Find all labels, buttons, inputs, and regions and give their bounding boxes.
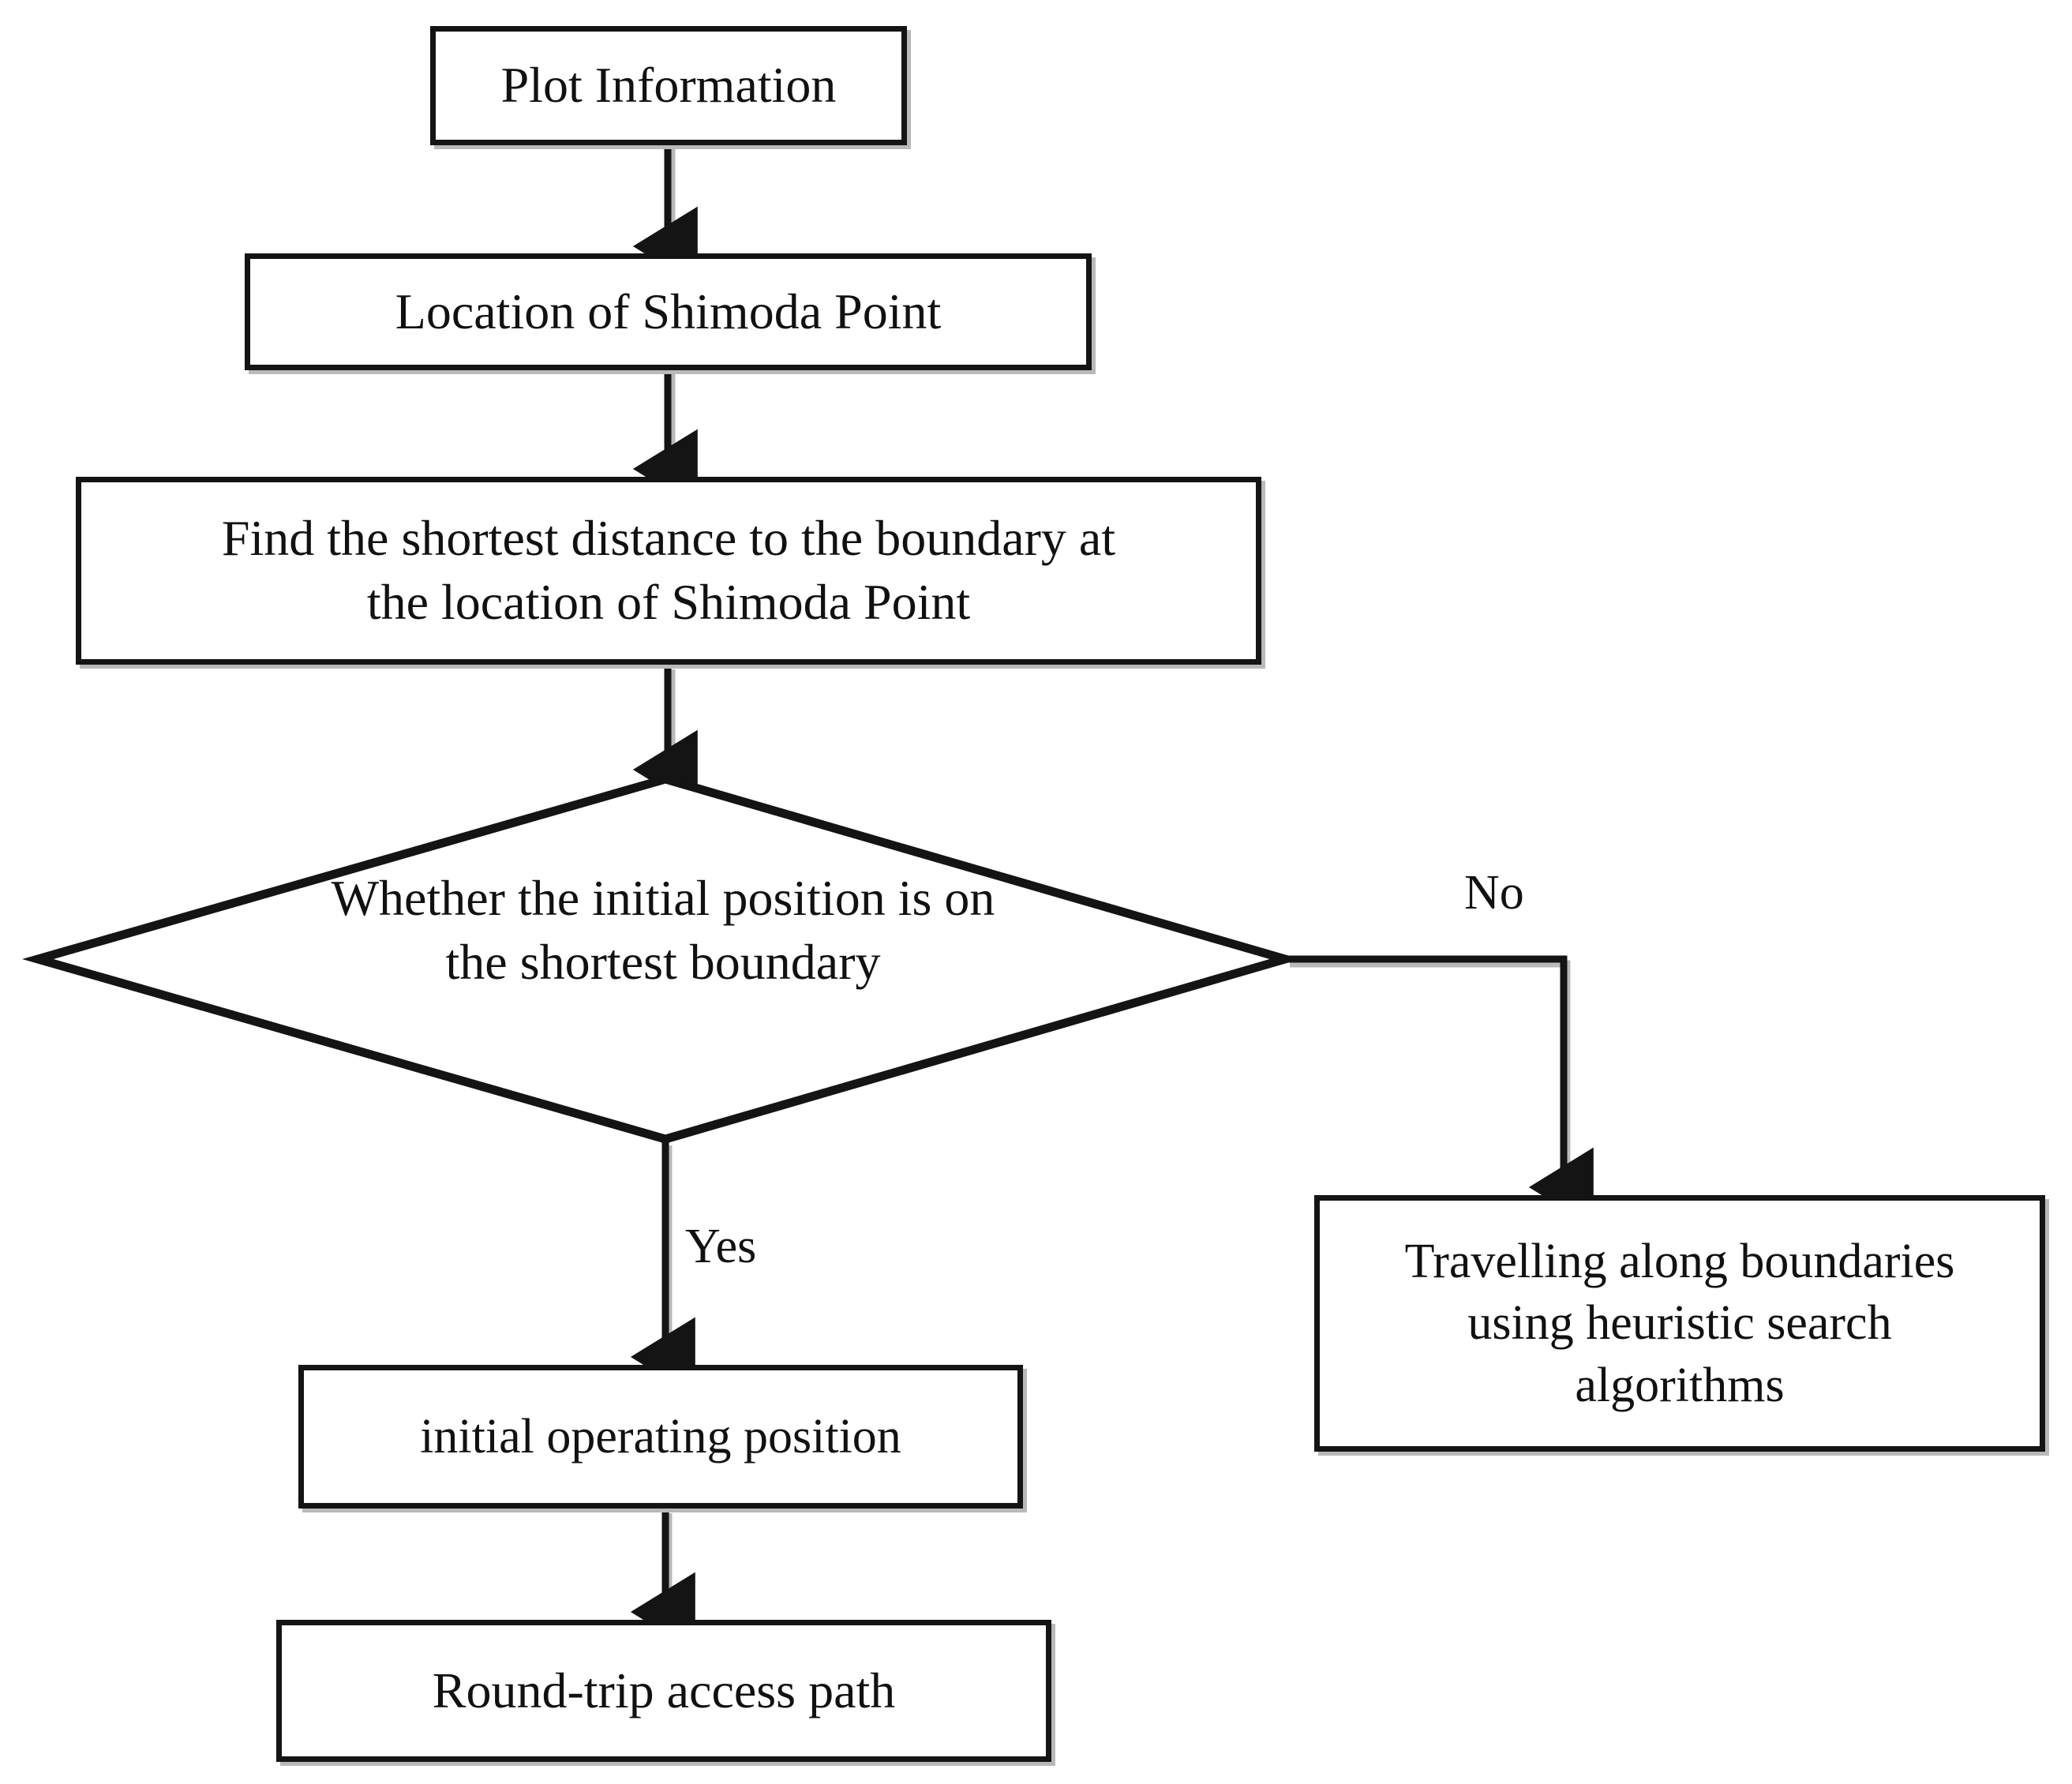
edge-label-no: No [1464, 866, 1524, 920]
node-whether-initial-position-label: Whether the initial position is on the s… [331, 870, 995, 990]
node-round-trip-access-path-label: Round-trip access path [432, 1662, 896, 1718]
node-initial-operating-position-label: initial operating position [420, 1409, 901, 1464]
node-find-shortest-distance-label: Find the shortest distance to the bounda… [221, 510, 1116, 630]
node-plot-information[interactable]: Plot Information [430, 26, 907, 145]
node-initial-operating-position[interactable]: initial operating position [298, 1365, 1023, 1509]
edge-decision-no [1286, 955, 1594, 1227]
node-location-of-shimoda-point[interactable]: Location of Shimoda Point [245, 253, 1092, 370]
node-plot-information-label: Plot Information [500, 57, 837, 114]
node-location-of-shimoda-point-label: Location of Shimoda Point [395, 283, 942, 339]
decision-diamond [22, 774, 1301, 1144]
node-find-shortest-distance[interactable]: Find the shortest distance to the bounda… [76, 477, 1261, 665]
node-round-trip-access-path[interactable]: Round-trip access path [276, 1620, 1051, 1762]
edge-label-yes: Yes [685, 1220, 757, 1273]
node-travelling-along-boundaries-label: Travelling along boundaries using heuris… [1404, 1235, 1955, 1412]
node-travelling-along-boundaries[interactable]: Travelling along boundaries using heuris… [1314, 1195, 2045, 1452]
